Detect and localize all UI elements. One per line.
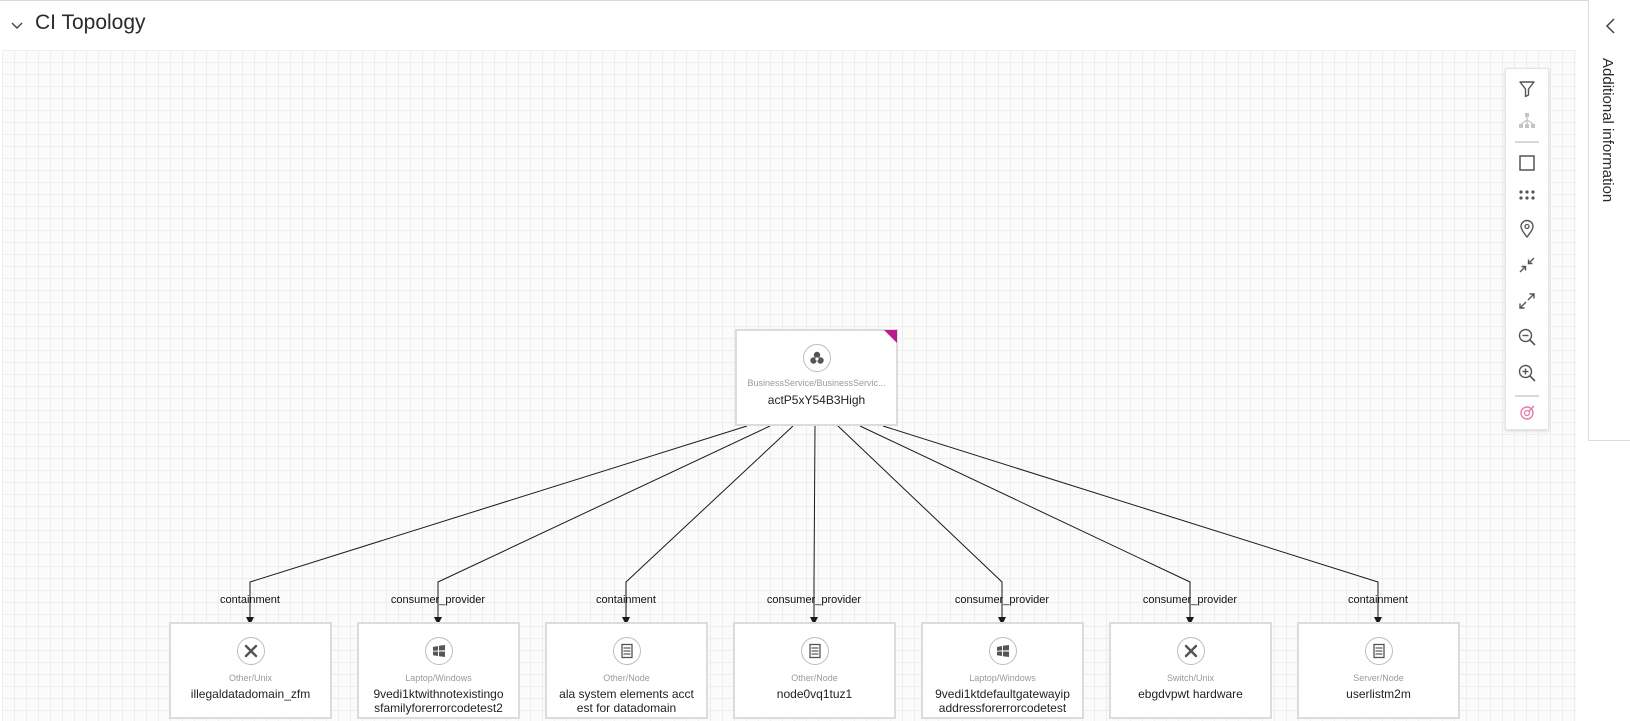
edge-label: consumer_provider — [390, 594, 486, 606]
ci-node[interactable]: Other/Node ala system elements acct est … — [545, 622, 708, 719]
edge-label: containment — [1348, 594, 1408, 606]
collapse-all-button[interactable] — [1506, 249, 1548, 281]
edge-label: consumer_provider — [766, 594, 862, 606]
grid-layout-button[interactable] — [1506, 181, 1548, 213]
focus-button[interactable] — [1506, 397, 1548, 429]
section-collapse-button[interactable] — [6, 14, 28, 36]
expand-arrows-icon — [1519, 293, 1535, 309]
zoom-in-icon — [1518, 364, 1536, 382]
ci-name-label: actP5xY54B3High — [767, 393, 866, 407]
hierarchy-icon — [1519, 113, 1535, 128]
locate-button[interactable] — [1506, 213, 1548, 245]
ci-name-label: 9vedi1ktdefaultgatewayip addressforerror… — [935, 687, 1070, 715]
unix-icon — [1176, 637, 1205, 665]
grid-layout-icon — [1519, 190, 1535, 200]
server-icon — [612, 637, 641, 665]
additional-info-panel: Additional information — [1588, 0, 1630, 441]
location-pin-icon — [1520, 219, 1534, 239]
ci-type-label: Other/Node — [791, 673, 838, 683]
windows-icon — [424, 637, 453, 665]
ci-name-label: userlistm2m — [1346, 687, 1411, 701]
ci-type-label: Switch/Unix — [1166, 673, 1214, 683]
ci-name-label: illegaldatadomain_zfm — [190, 687, 311, 701]
panel-title: Additional information — [1599, 58, 1616, 203]
server-icon — [800, 637, 829, 665]
ci-node-root[interactable]: BusinessService/BusinessServic... actP5x… — [735, 329, 898, 426]
ci-name-label: ebgdvpwt hardware — [1138, 687, 1243, 701]
toolbar-divider — [1515, 141, 1539, 143]
edge-label: consumer_provider — [1142, 594, 1238, 606]
ci-type-label: Server/Node — [1353, 673, 1404, 683]
edge-label: consumer_provider — [954, 594, 1050, 606]
ci-node[interactable]: Other/Node node0vq1tuz1 — [733, 622, 896, 719]
target-icon — [1520, 405, 1535, 420]
edge-containment[interactable] — [246, 425, 748, 625]
chevron-left-icon — [1605, 18, 1615, 34]
top-divider — [0, 0, 1590, 1]
ci-name-label: 9vedi1ktwithnotexistingo sfamilyforerror… — [373, 687, 504, 715]
ci-node[interactable]: Other/Unix illegaldatadomain_zfm — [169, 622, 332, 719]
ci-name-label: ala system elements acct est for datadom… — [559, 687, 694, 715]
windows-icon — [988, 637, 1017, 665]
zoom-in-button[interactable] — [1506, 357, 1548, 389]
panel-toggle-button[interactable] — [1601, 14, 1621, 38]
select-box-button[interactable] — [1506, 147, 1548, 179]
edge-consumer_provider[interactable] — [434, 425, 771, 625]
topology-edges — [246, 425, 1382, 625]
chevron-down-icon — [11, 22, 23, 29]
business-service-icon — [802, 344, 831, 372]
toolbar-divider — [1515, 395, 1539, 397]
edge-consumer_provider[interactable] — [810, 425, 818, 625]
collapse-arrows-icon — [1519, 257, 1535, 273]
topology-canvas[interactable]: BusinessService/BusinessServic... actP5x… — [2, 50, 1576, 721]
topology-toolbar — [1505, 68, 1549, 430]
ci-type-label: BusinessService/BusinessServic... — [747, 378, 886, 388]
status-flag — [884, 330, 897, 343]
page-title: CI Topology — [35, 11, 146, 34]
edge-label: containment — [596, 594, 656, 606]
ci-node[interactable]: Switch/Unix ebgdvpwt hardware — [1109, 622, 1272, 719]
edge-consumer_provider[interactable] — [859, 425, 1194, 625]
zoom-out-button[interactable] — [1506, 321, 1548, 353]
unix-icon — [236, 637, 265, 665]
edge-containment[interactable] — [622, 425, 794, 625]
expand-all-button[interactable] — [1506, 285, 1548, 317]
filter-button[interactable] — [1506, 73, 1548, 105]
zoom-out-icon — [1518, 328, 1536, 346]
ci-node[interactable]: Server/Node userlistm2m — [1297, 622, 1460, 719]
ci-type-label: Other/Node — [603, 673, 650, 683]
ci-node[interactable]: Laptop/Windows 9vedi1ktdefaultgatewayip … — [921, 622, 1084, 719]
ci-name-label: node0vq1tuz1 — [776, 687, 853, 701]
ci-node[interactable]: Laptop/Windows 9vedi1ktwithnotexistingo … — [357, 622, 520, 719]
select-box-icon — [1519, 155, 1535, 171]
ci-type-label: Other/Unix — [228, 673, 272, 683]
ci-type-label: Laptop/Windows — [969, 673, 1036, 683]
ci-type-label: Laptop/Windows — [405, 673, 472, 683]
server-icon — [1364, 637, 1393, 665]
filter-icon — [1519, 81, 1535, 98]
section-header: CI Topology — [0, 1, 1590, 49]
hierarchy-layout-button[interactable] — [1506, 105, 1548, 137]
edge-label: containment — [220, 594, 280, 606]
edge-consumer_provider[interactable] — [837, 425, 1006, 625]
edge-containment[interactable] — [882, 425, 1382, 625]
